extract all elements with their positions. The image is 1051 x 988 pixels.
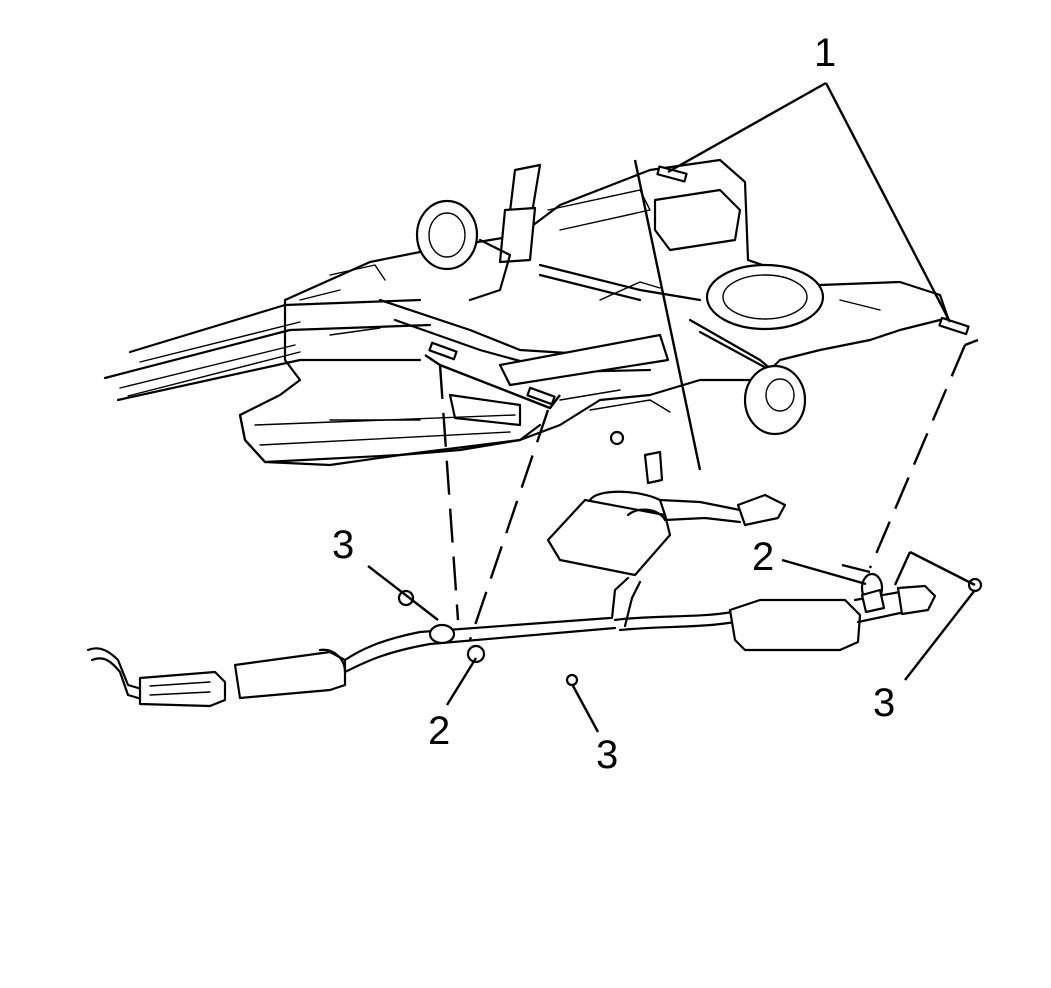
callout-3-bottom-right: 3 — [873, 681, 895, 725]
callout-3-top-left: 3 — [332, 523, 354, 567]
exhaust-system — [86, 490, 937, 708]
vehicle-underbody — [103, 158, 950, 485]
mounting-studs — [428, 165, 970, 406]
fastener-nuts — [397, 577, 983, 687]
callout-leaders — [367, 81, 976, 733]
alignment-lines — [424, 159, 979, 641]
callout-labels: 1 2 2 3 3 3 — [332, 31, 895, 777]
callout-3-bottom-center: 3 — [596, 733, 618, 777]
callout-1: 1 — [814, 31, 836, 75]
callout-2-left: 2 — [428, 709, 450, 753]
callout-2-right: 2 — [752, 535, 774, 579]
